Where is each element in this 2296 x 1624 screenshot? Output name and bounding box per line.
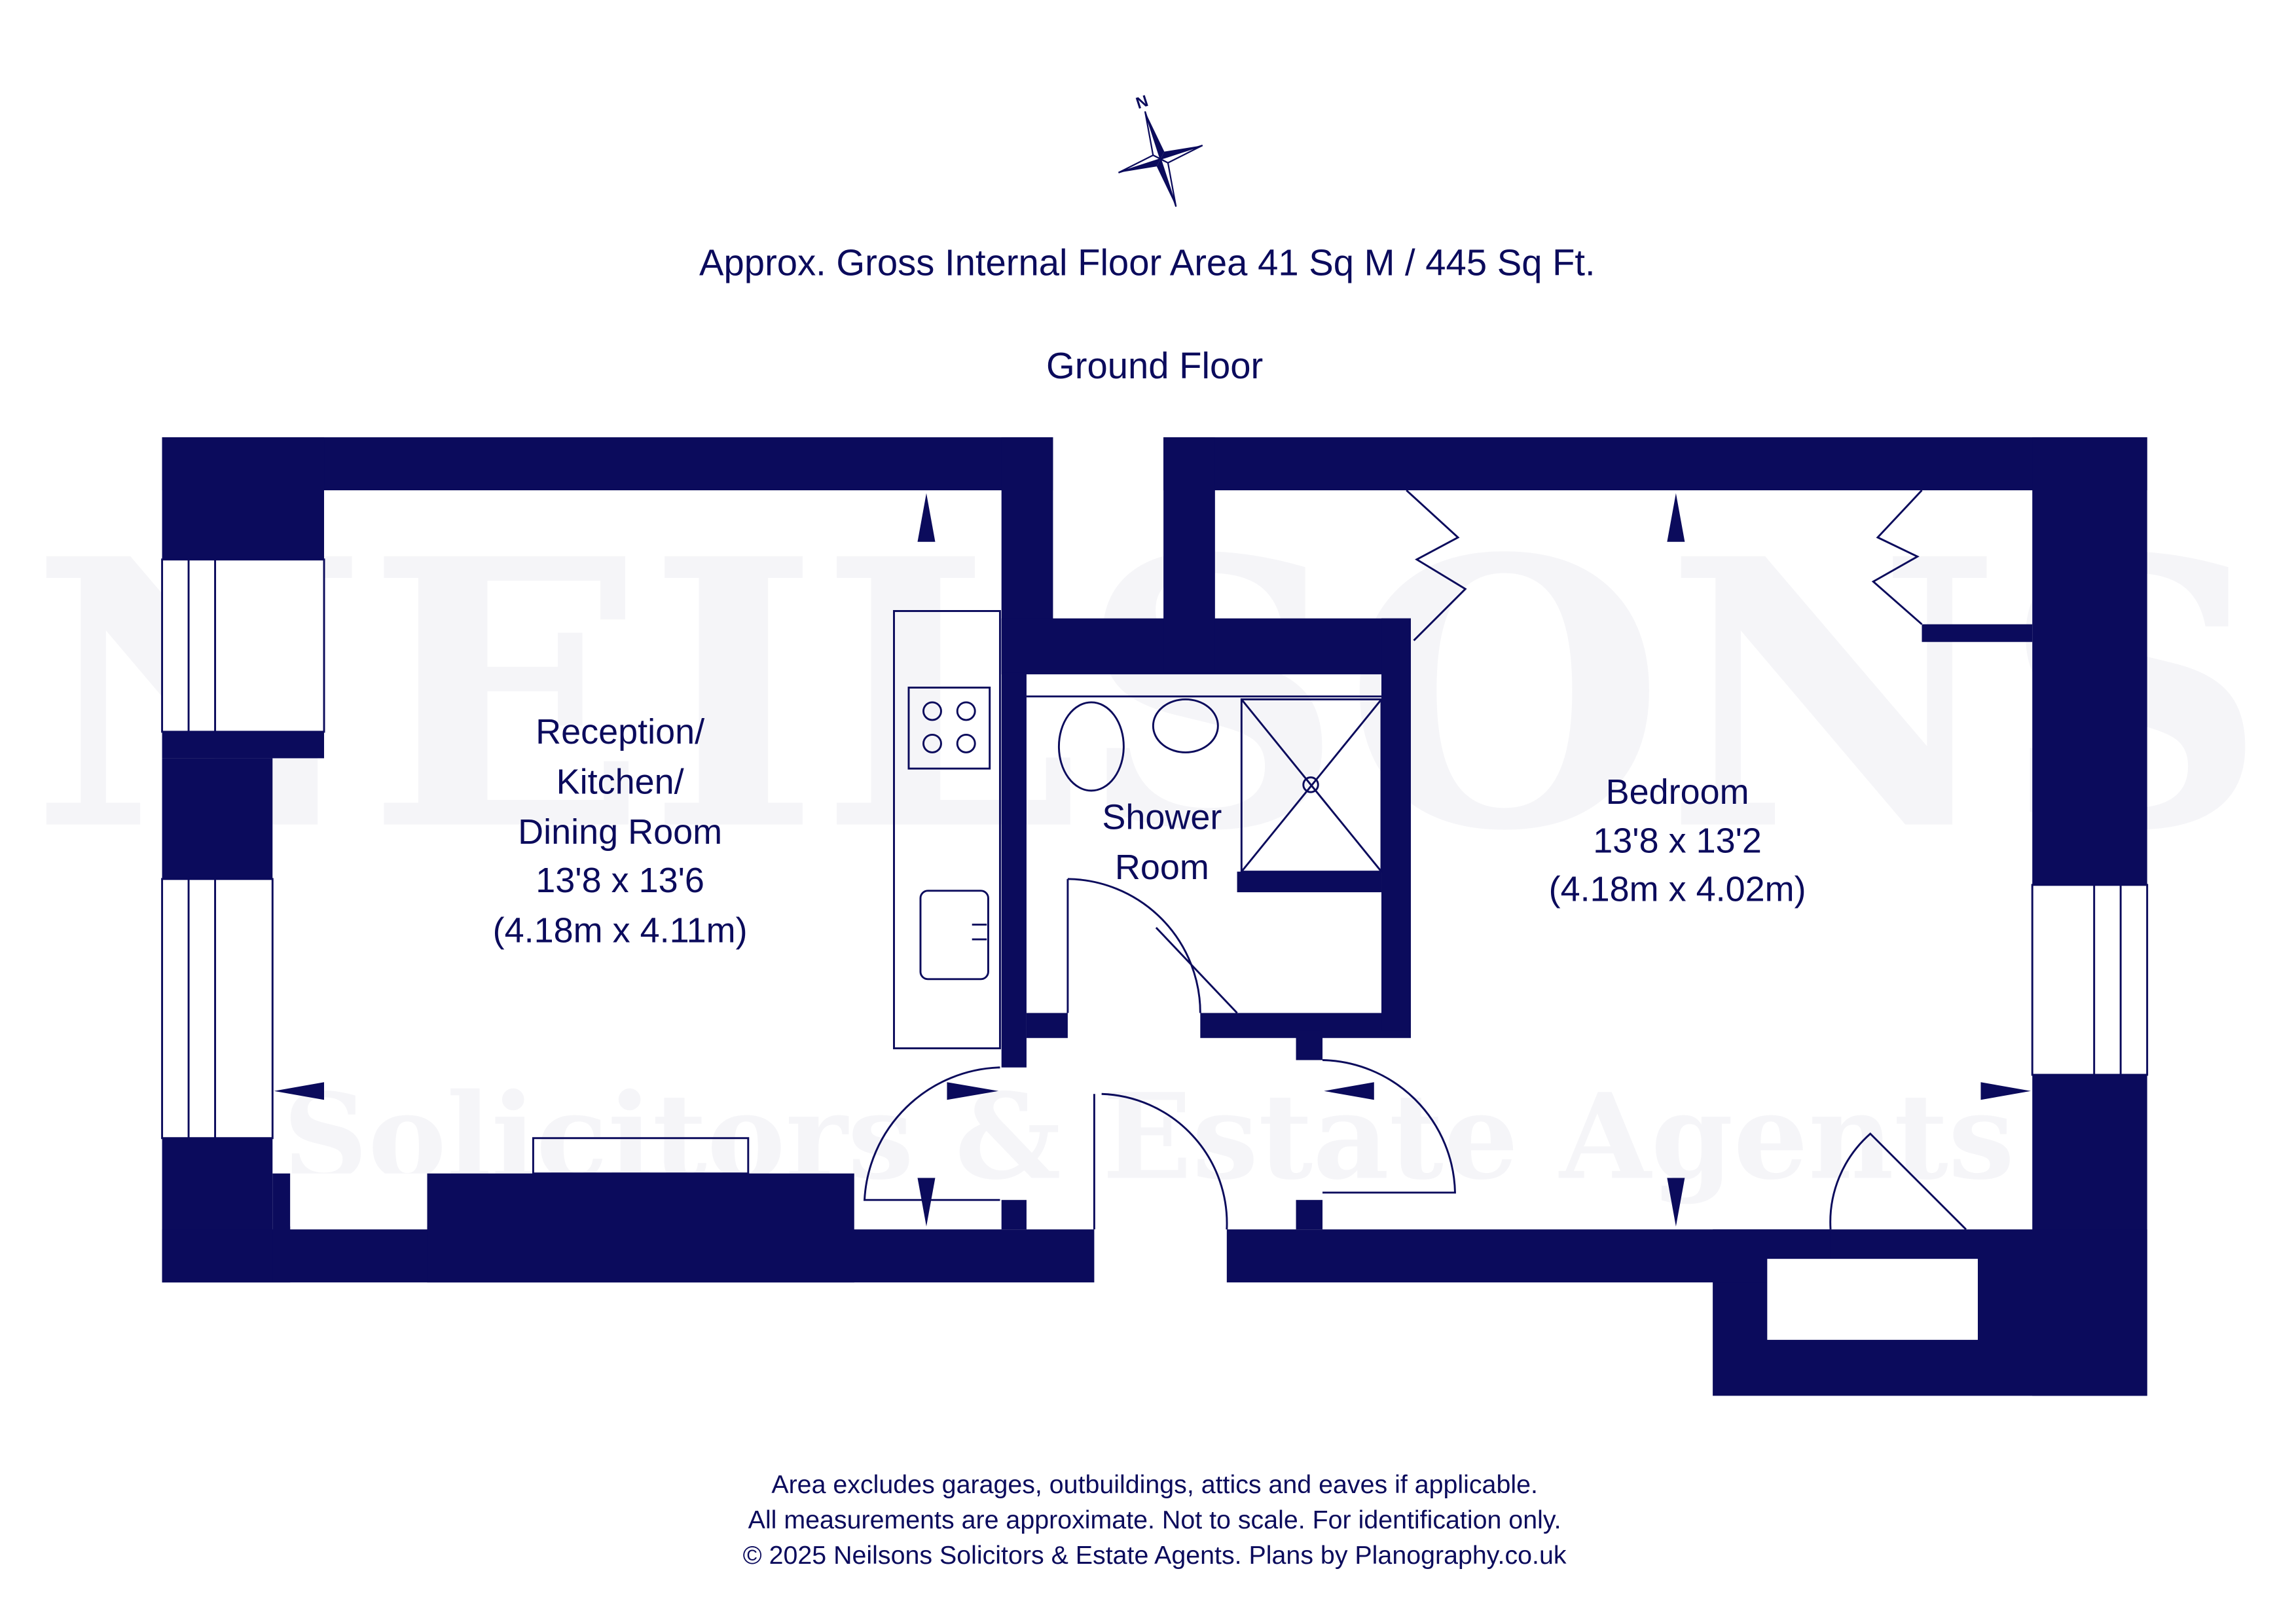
floor-area-title: Approx. Gross Internal Floor Area 41 Sq … bbox=[699, 242, 1595, 283]
disclaimer-line: All measurements are approximate. Not to… bbox=[748, 1506, 1561, 1534]
watermark-brand: NEILSONS bbox=[30, 479, 2267, 912]
shower-tray-icon bbox=[1240, 698, 1383, 873]
floor-label: Ground Floor bbox=[1046, 345, 1263, 386]
window bbox=[161, 878, 274, 1140]
copyright-line: © 2025 Neilsons Solicitors & Estate Agen… bbox=[743, 1541, 1567, 1570]
doors bbox=[863, 489, 1967, 1231]
sink-icon bbox=[919, 890, 989, 981]
north-label: N bbox=[1134, 92, 1150, 113]
room-name: Room bbox=[1115, 848, 1209, 887]
disclaimer: Area excludes garages, outbuildings, att… bbox=[743, 1470, 1567, 1570]
toilet-icon bbox=[1057, 701, 1125, 792]
room-name: Shower bbox=[1102, 797, 1222, 837]
basin-icon bbox=[1152, 698, 1219, 753]
room-label-shower-room: Shower Room bbox=[1102, 797, 1222, 886]
kitchen-counter bbox=[532, 610, 1001, 1175]
room-dimensions-imperial: 13'8 x 13'6 bbox=[536, 861, 704, 900]
bathroom-fittings bbox=[1026, 695, 1383, 873]
room-label-bedroom: Bedroom 13'8 x 13'2 (4.18m x 4.02m) bbox=[1549, 772, 1806, 909]
room-name: Reception/ bbox=[536, 712, 704, 751]
walls bbox=[162, 437, 2147, 1396]
room-name: Dining Room bbox=[518, 812, 722, 852]
hob-icon bbox=[907, 686, 991, 770]
room-name: Bedroom bbox=[1606, 772, 1749, 812]
room-dimensions-imperial: 13'8 x 13'2 bbox=[1593, 821, 1762, 860]
room-label-reception-kitchen-dining: Reception/ Kitchen/ Dining Room 13'8 x 1… bbox=[493, 712, 748, 950]
window bbox=[2031, 884, 2149, 1076]
disclaimer-line: Area excludes garages, outbuildings, att… bbox=[771, 1470, 1538, 1499]
watermark: NEILSONS Solicitors & Estate Agents bbox=[30, 479, 2267, 1206]
room-dimensions-metric: (4.18m x 4.11m) bbox=[493, 911, 748, 950]
window bbox=[161, 558, 325, 733]
room-dimensions-metric: (4.18m x 4.02m) bbox=[1549, 870, 1806, 909]
room-name: Kitchen/ bbox=[556, 762, 684, 801]
compass-rose-icon: N bbox=[1118, 92, 1203, 208]
dimension-arrows bbox=[274, 493, 2031, 1227]
